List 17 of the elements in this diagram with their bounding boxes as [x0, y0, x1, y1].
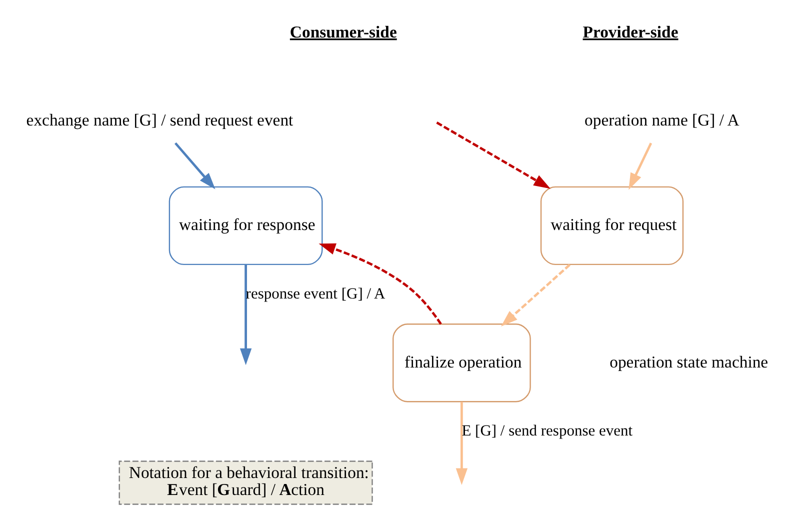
arrow [174, 142, 215, 190]
node-text: operation name [G] / A [584, 110, 739, 130]
node-box: waiting for response [168, 186, 322, 266]
node-text: exchange name [G] / send request event [26, 110, 293, 130]
label: operation state machine [609, 352, 768, 372]
node-box: Notation for a behavioral transition: Event [Guard] / Action [118, 460, 372, 505]
arrow [318, 243, 442, 325]
label: Consumer-side [289, 22, 396, 42]
edge-label: E [G] / send response event [461, 422, 632, 440]
arrow [455, 402, 468, 486]
arrow [436, 122, 550, 189]
arrow [239, 264, 252, 366]
label: Provider-side [582, 22, 678, 42]
node-box: finalize operation [392, 324, 530, 402]
arrow [628, 142, 652, 190]
node-box: waiting for request [540, 186, 684, 266]
arrow [500, 264, 570, 326]
